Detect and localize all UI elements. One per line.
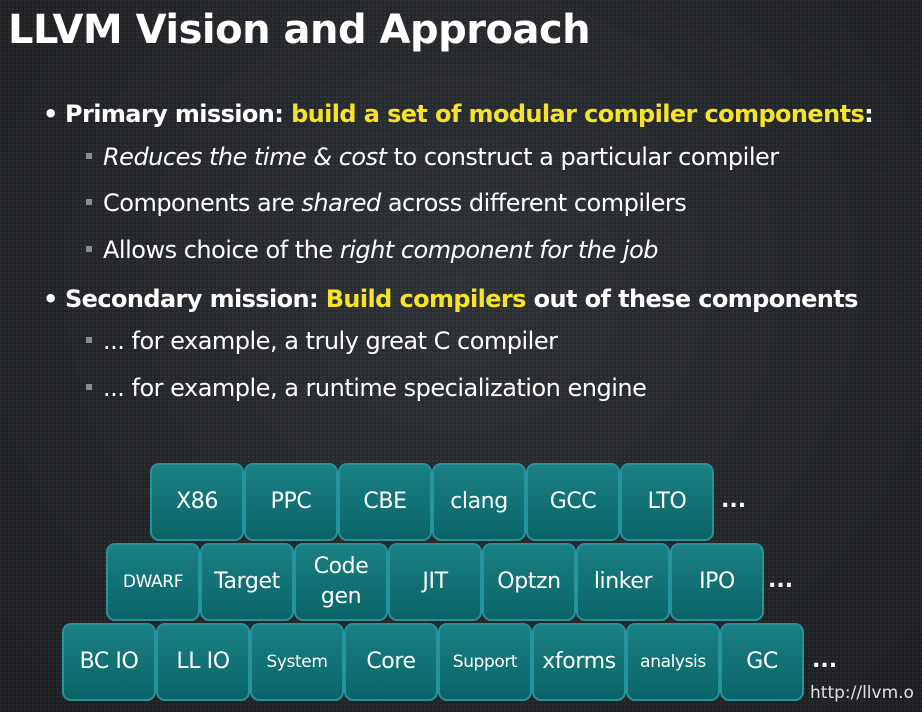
- bullet-square-icon: [86, 246, 92, 252]
- bullet-dot-icon: •: [43, 285, 58, 313]
- component-label: IPO: [699, 569, 735, 594]
- sub-bullet-text: Allows choice of the: [103, 236, 340, 264]
- component-jit: JIT: [388, 543, 482, 621]
- component-linker: linker: [576, 543, 670, 621]
- bullet-dot-icon: •: [43, 100, 58, 128]
- component-lto: LTO: [620, 463, 714, 541]
- component-ipo: IPO: [670, 543, 764, 621]
- component-label: PPC: [270, 489, 312, 514]
- component-core: Core: [344, 623, 438, 701]
- component-optzn: Optzn: [482, 543, 576, 621]
- secondary-mission-tail: out of these components: [525, 285, 859, 313]
- component-label: GCC: [549, 489, 597, 514]
- sub-bullet-italic: Reduces the time & cost: [103, 143, 387, 171]
- component-label: BC IO: [79, 649, 139, 674]
- row3-more-ellipsis: ...: [812, 648, 838, 673]
- component-label: analysis: [640, 652, 706, 672]
- component-gc: GC: [720, 623, 804, 701]
- component-xforms: xforms: [532, 623, 626, 701]
- secondary-mission-lead: Secondary mission:: [65, 285, 326, 313]
- secondary-mission-bullet: •Secondary mission: Build compilers out …: [43, 283, 858, 315]
- row2-more-ellipsis: ...: [768, 568, 794, 593]
- component-dwarf: DWARF: [106, 543, 200, 621]
- component-system: System: [250, 623, 344, 701]
- component-bc-io: BC IO: [62, 623, 156, 701]
- component-cbe: CBE: [338, 463, 432, 541]
- component-code-gen: Code gen: [294, 543, 388, 621]
- component-label: System: [266, 652, 328, 672]
- component-label: clang: [450, 489, 508, 514]
- component-label: X86: [176, 489, 218, 514]
- sub-bullet-text: ... for example, a runtime specializatio…: [103, 374, 647, 402]
- component-support: Support: [438, 623, 532, 701]
- component-label: LL IO: [176, 649, 230, 674]
- bullet-square-icon: [86, 153, 92, 159]
- component-ll-io: LL IO: [156, 623, 250, 701]
- sub-bullet-italic: right component for the job: [339, 236, 659, 264]
- sub-bullet-text: Components are: [103, 189, 302, 217]
- sub-bullet-right-component: Allows choice of the right component for…: [86, 234, 658, 266]
- component-label: linker: [593, 569, 653, 594]
- component-label: xforms: [542, 649, 616, 674]
- slide-title: LLVM Vision and Approach: [8, 7, 591, 53]
- primary-mission-lead: Primary mission:: [65, 100, 292, 128]
- bullet-square-icon: [86, 337, 92, 343]
- component-clang: clang: [432, 463, 526, 541]
- component-analysis: analysis: [626, 623, 720, 701]
- component-gcc: GCC: [526, 463, 620, 541]
- component-label: Target: [214, 569, 280, 594]
- component-ppc: PPC: [244, 463, 338, 541]
- component-x86: X86: [150, 463, 244, 541]
- sub-bullet-text: across different compilers: [380, 189, 687, 217]
- row1-more-ellipsis: ...: [721, 488, 747, 513]
- primary-mission-highlight: build a set of modular compiler componen…: [291, 100, 865, 128]
- component-label: CBE: [363, 489, 407, 514]
- sub-bullet-text: ... for example, a truly great C compile…: [103, 327, 558, 355]
- component-label: LTO: [647, 489, 687, 514]
- component-label: DWARF: [122, 572, 184, 592]
- bullet-square-icon: [86, 384, 92, 390]
- sub-bullet-c-compiler: ... for example, a truly great C compile…: [86, 325, 558, 357]
- sub-bullet-reduces-time: Reduces the time & cost to construct a p…: [86, 141, 779, 173]
- sub-bullet-text: to construct a particular compiler: [386, 143, 780, 171]
- component-target: Target: [200, 543, 294, 621]
- component-label: Support: [452, 652, 518, 672]
- footer-url: http://llvm.o: [810, 683, 914, 703]
- component-label: JIT: [422, 569, 448, 594]
- component-label: Core: [366, 649, 416, 674]
- secondary-mission-highlight: Build compilers: [325, 285, 527, 313]
- primary-mission-tail: :: [864, 100, 874, 128]
- component-label: Optzn: [497, 569, 561, 594]
- primary-mission-bullet: •Primary mission: build a set of modular…: [43, 98, 874, 130]
- component-label: Code gen: [313, 554, 369, 609]
- bullet-square-icon: [86, 199, 92, 205]
- component-label: GC: [746, 649, 778, 674]
- sub-bullet-italic: shared: [301, 189, 381, 217]
- sub-bullet-runtime-engine: ... for example, a runtime specializatio…: [86, 372, 647, 404]
- sub-bullet-components-shared: Components are shared across different c…: [86, 187, 687, 219]
